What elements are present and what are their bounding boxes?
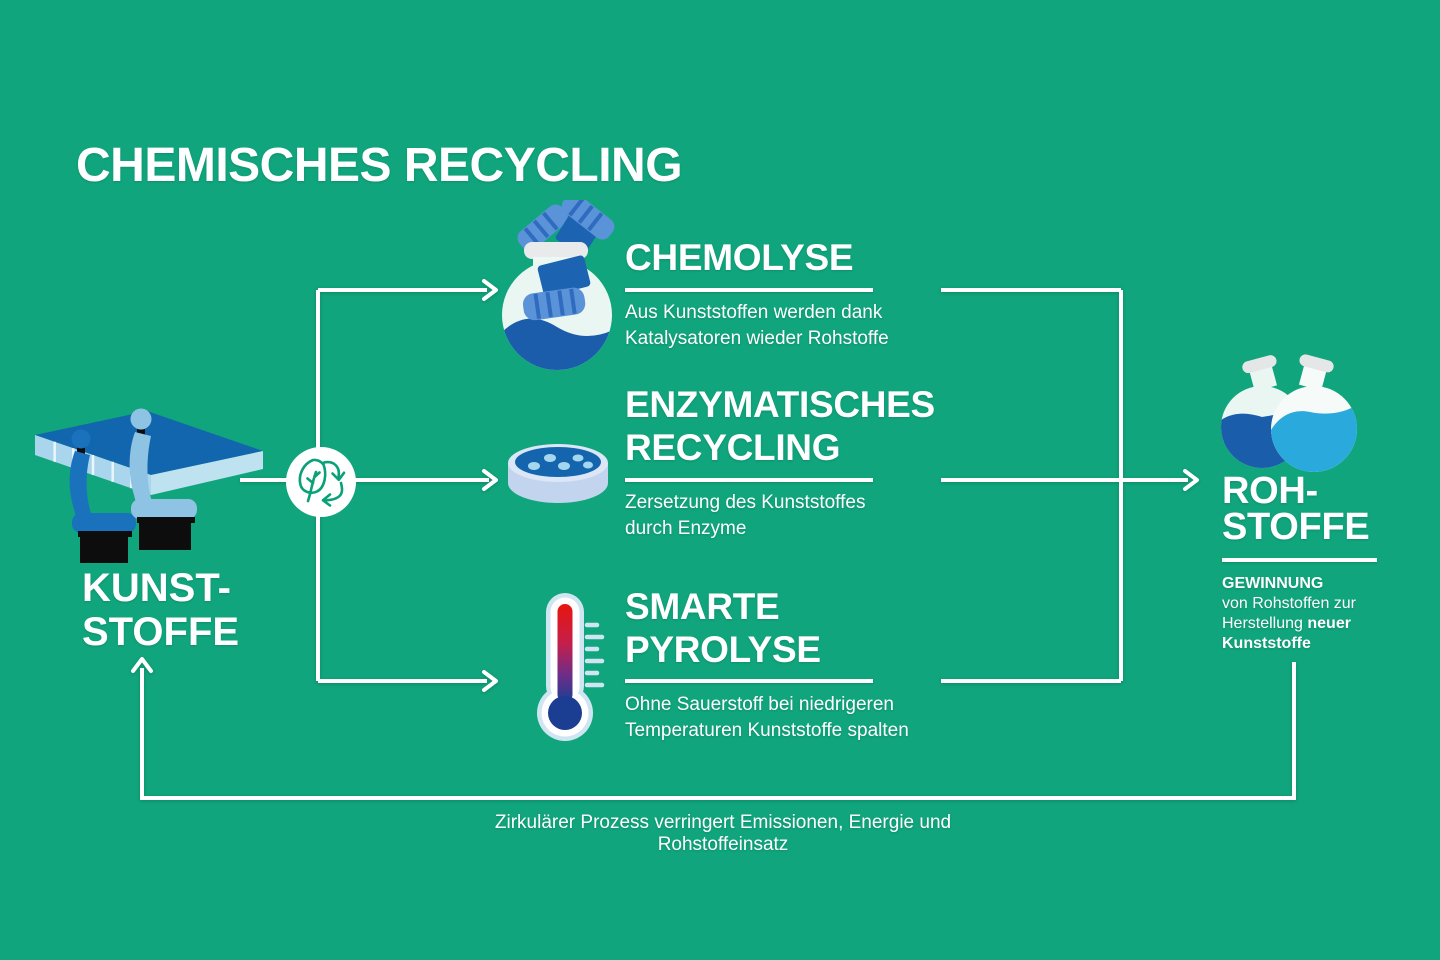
details-line2: Herstellung neuer (1222, 615, 1351, 632)
arrowhead-return-up (131, 657, 153, 673)
two-flasks-icon (1221, 354, 1357, 472)
source-node-label: KUNST- STOFFE (82, 566, 240, 654)
process-title-chemolyse: CHEMOLYSE (625, 237, 854, 278)
target-node-label: ROH- STOFFE (1222, 470, 1370, 548)
arrowhead-pyrolyse (482, 670, 498, 692)
process-description-chemolyse: Aus Kunststoffen werden dank Katalysator… (625, 302, 889, 349)
arrowhead-enzymatic (482, 469, 498, 491)
leaf-recycle-icon (286, 447, 356, 517)
line-return-loop (140, 662, 1296, 800)
petri-dish-icon (508, 444, 608, 503)
car-seats-icon (35, 408, 263, 563)
details-line3: Kunststoffe (1222, 635, 1311, 652)
process-title-pyrolyse: SMARTE PYROLYSE (625, 586, 821, 670)
thermometer-icon (537, 593, 605, 741)
process-description-pyrolyse: Ohne Sauerstoff bei niedrigeren Temperat… (625, 694, 909, 741)
rule-pyrolyse (625, 679, 873, 683)
target-node-details: GEWINNUNG von Rohstoffen zur Herstellung… (1222, 574, 1402, 654)
flask-plastic-icon (502, 200, 615, 370)
arrowhead-rohstoffe (1183, 469, 1199, 491)
rule-chemolyse (625, 288, 873, 292)
details-heading: GEWINNUNG (1222, 575, 1324, 592)
rule-enzymatic (625, 478, 873, 482)
details-line1: von Rohstoffen zur (1222, 595, 1357, 612)
process-description-enzymatic: Zersetzung des Kunststoffes durch Enzyme (625, 492, 866, 539)
arrowhead-chemolyse (482, 279, 498, 301)
process-title-enzymatic: ENZYMATISCHES RECYCLING (625, 384, 935, 468)
footer-caption: Zirkulärer Prozess verringert Emissionen… (494, 812, 952, 855)
rule-rohstoffe (1222, 558, 1377, 562)
page-title: CHEMISCHES RECYCLING (76, 139, 683, 192)
